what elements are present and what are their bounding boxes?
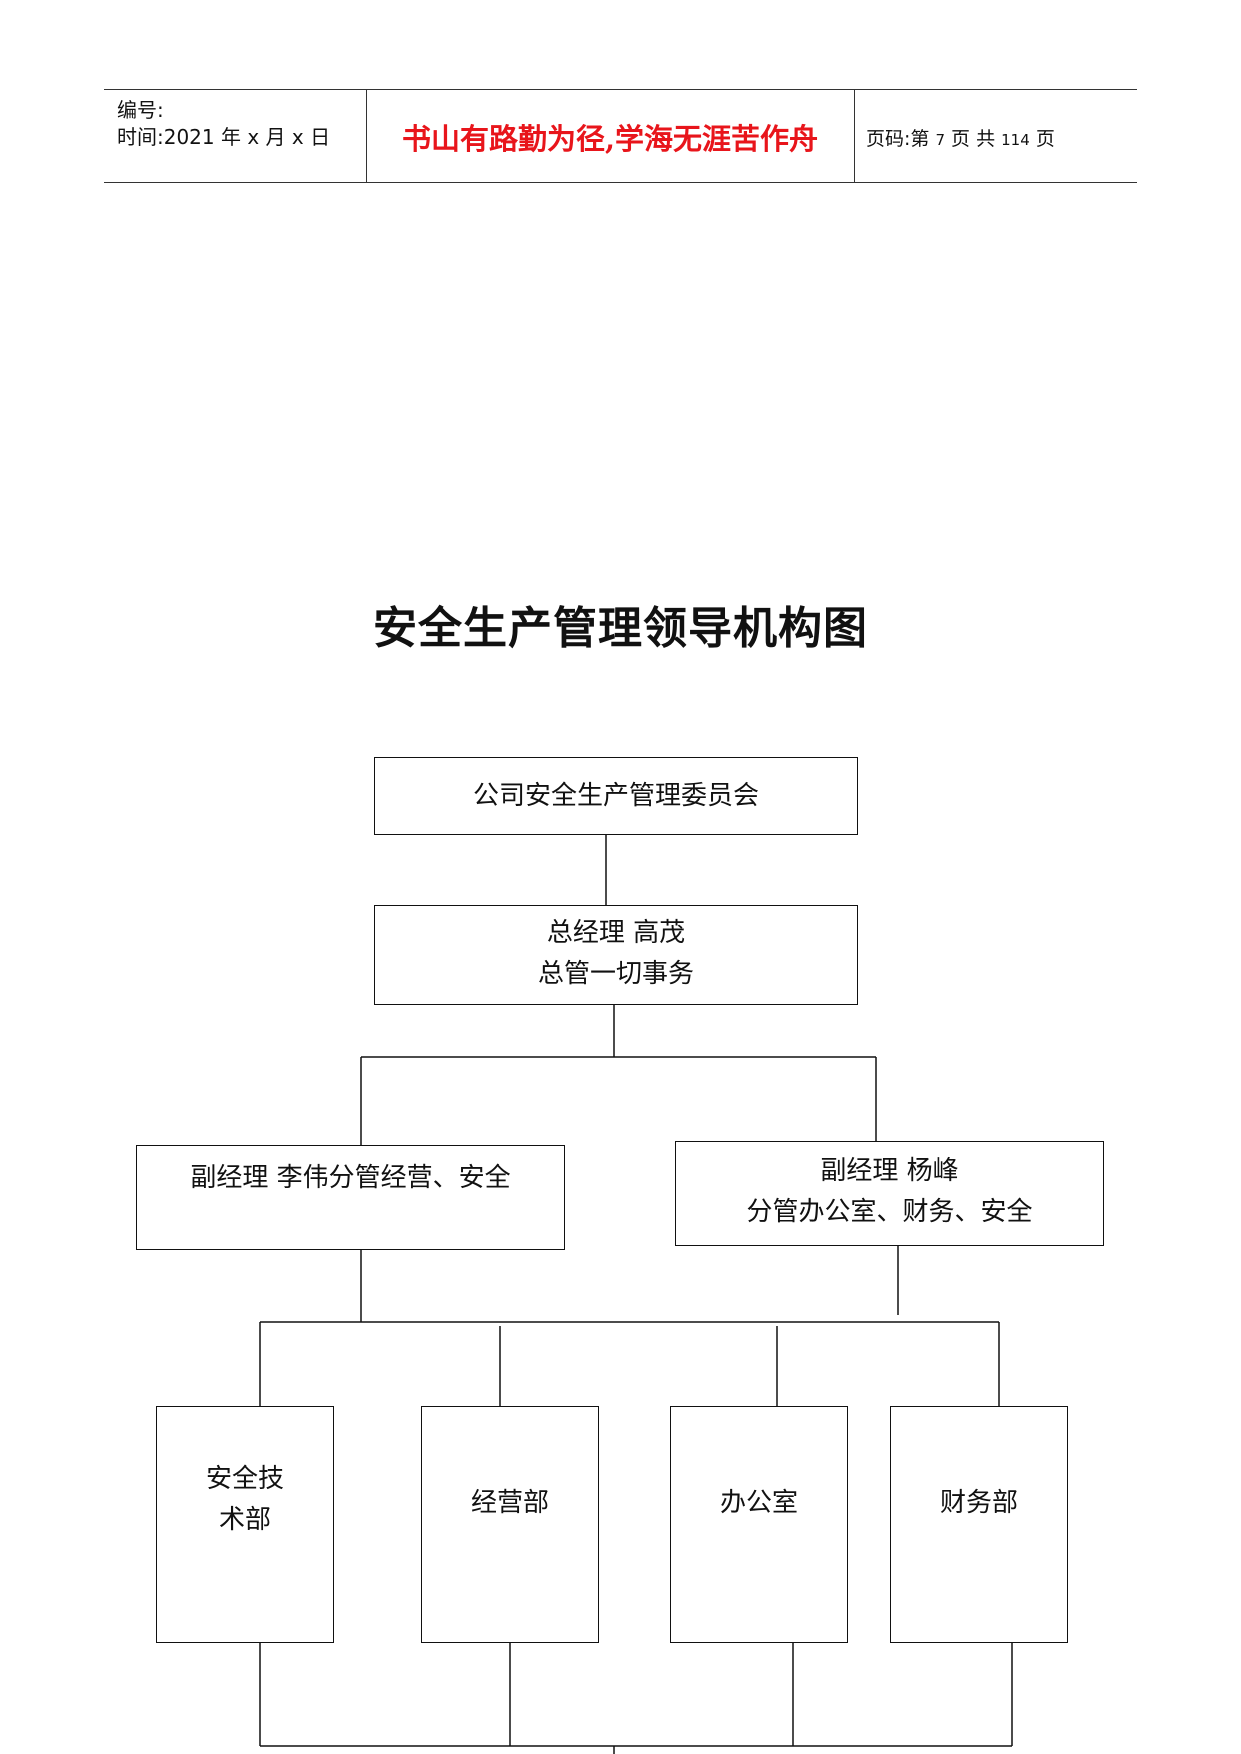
committee-label: 公司安全生产管理委员会 xyxy=(472,781,759,811)
header-divider-2 xyxy=(854,89,855,182)
deputy-right-duty: 分管办公室、财务、安全 xyxy=(746,1197,1033,1227)
department-label: 财务部 xyxy=(939,1488,1018,1518)
header-bottom-rule xyxy=(104,182,1137,183)
department-label: 经营部 xyxy=(470,1488,549,1518)
deputy-manager-left-box: 副经理 李伟分管经营、安全 xyxy=(136,1145,565,1250)
header-top-rule xyxy=(104,89,1137,90)
deputy-manager-right-box: 副经理 杨峰 分管办公室、财务、安全 xyxy=(675,1141,1104,1246)
department-box-office: 办公室 xyxy=(670,1406,848,1643)
department-label: 办公室 xyxy=(719,1488,798,1518)
page-title: 安全生产管理领导机构图 xyxy=(373,603,868,654)
page-counter: 页码:第 7 页 共 114 页 xyxy=(866,124,1055,151)
header-divider-1 xyxy=(366,89,367,182)
page-current: 7 xyxy=(935,131,945,149)
page-total: 114 xyxy=(1001,131,1030,149)
department-box-safety: 安全技 术部 xyxy=(156,1406,334,1643)
general-manager-title: 总经理 高茂 xyxy=(546,918,686,948)
document-date: 时间:2021 年 x 月 x 日 xyxy=(117,125,331,149)
department-label: 术部 xyxy=(218,1505,271,1535)
department-box-business: 经营部 xyxy=(421,1406,599,1643)
general-manager-box: 总经理 高茂 总管一切事务 xyxy=(374,905,858,1005)
page-suffix: 页 xyxy=(1035,128,1055,150)
department-label: 安全技 xyxy=(205,1464,284,1494)
department-box-finance: 财务部 xyxy=(890,1406,1068,1643)
page-middle: 页 共 xyxy=(951,128,996,150)
deputy-right-title: 副经理 杨峰 xyxy=(820,1156,959,1186)
general-manager-duty: 总管一切事务 xyxy=(537,959,694,989)
document-number-label: 编号: xyxy=(117,98,164,122)
deputy-left-label: 副经理 李伟分管经营、安全 xyxy=(190,1163,511,1193)
header-motto: 书山有路勤为径,学海无涯苦作舟 xyxy=(401,122,819,156)
committee-box: 公司安全生产管理委员会 xyxy=(374,757,858,835)
page-prefix: 页码:第 xyxy=(866,128,930,150)
